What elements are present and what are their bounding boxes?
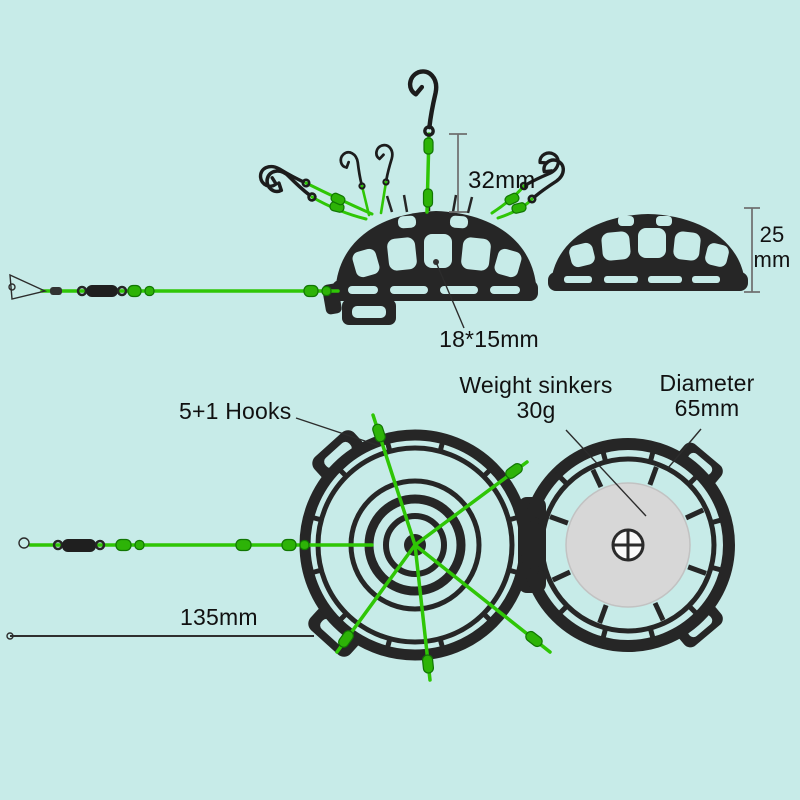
label-cage-height-value: 25 [759,222,785,247]
measure-135mm-line [6,632,314,640]
label-weight: Weight sinkers 30g [452,373,620,423]
label-hook-drop: 32mm [468,167,536,194]
label-diameter-value: 65mm [674,395,740,421]
measure-25mm-bracket [744,207,760,293]
fishing-line-bottom [18,537,374,552]
leader-hooks-count [295,417,381,447]
leader-diameter [667,428,702,469]
hook-lines-star [335,413,552,682]
rim-spokes [528,445,728,645]
label-hooks-count: 5+1 Hooks [179,398,292,424]
label-line-length: 135mm [180,604,258,630]
top-view-illustration [6,413,735,682]
label-weight-title: Weight sinkers [459,372,613,398]
measure-32mm-bracket [449,133,467,213]
cage-top-view [18,413,552,682]
crosshair-icon [611,528,645,562]
label-mesh-size: 18*15mm [439,326,539,352]
label-diameter: Diameter 65mm [646,371,768,421]
rim-spokes [307,437,523,653]
measure-mesh-leader [433,259,465,329]
mount-tab [312,430,364,480]
label-weight-value: 30g [516,397,556,423]
leader-weight [565,429,647,517]
inner-ribs [549,466,707,624]
mount-tab [677,604,723,648]
label-cage-height-unit: mm [753,247,791,272]
label-diameter-title: Diameter [659,370,755,396]
cage-bottom-view-weight [521,438,735,652]
side-hooks [255,142,571,221]
cage-side-view-rear [548,214,748,291]
side-view-illustration [8,70,760,329]
fishing-line-side [8,273,340,300]
label-cage-height: 25 mm [746,222,798,272]
mount-tab [677,442,723,486]
top-hook-rig [405,70,439,214]
